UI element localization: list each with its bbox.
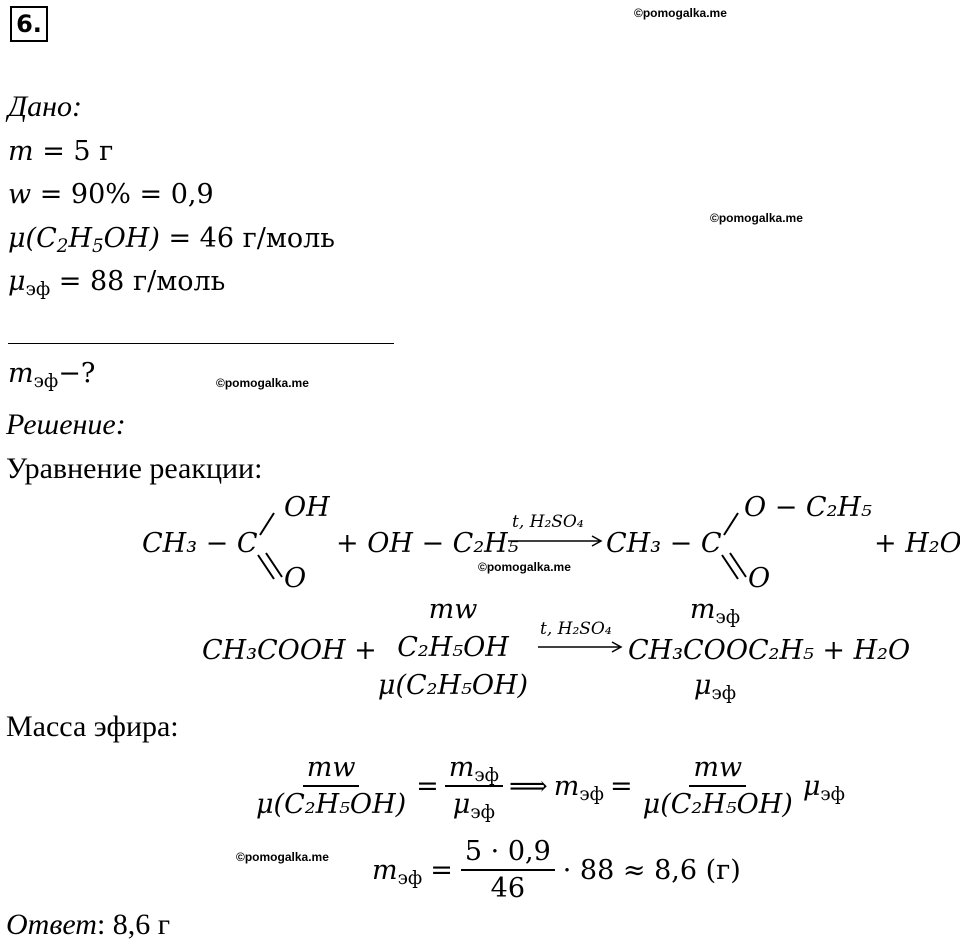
solution-heading: Решение: — [6, 408, 126, 441]
acid-bonds — [257, 512, 283, 580]
numeric-equation: mэф = 5 · 0,9 46 · 88 ≈ 8,6 (г) — [372, 836, 741, 905]
ester-bonds — [721, 512, 747, 580]
fraction-mw-over-mu-2: mw μ(C₂H₅OH) — [642, 752, 793, 821]
fraction-mw-over-mu: mw μ(C₂H₅OH) — [256, 752, 407, 821]
reaction-arrow-2 — [538, 641, 623, 653]
given-molar-mass-ester: μэф = 88 г/моль — [8, 266, 226, 301]
condensed-alcohol: C₂H₅OH — [397, 632, 509, 663]
given-molar-mass-alcohol: μ(C2H5OH) = 46 г/моль — [8, 223, 335, 258]
proportion-equation: mw μ(C₂H₅OH) = mэф μэф ⟹ mэф = mw μ(C₂H₅… — [252, 752, 845, 822]
fraction-numeric: 5 · 0,9 46 — [460, 836, 555, 904]
ester-structure: CH₃ − C — [606, 528, 722, 559]
water-product: + H₂O — [874, 528, 960, 559]
alcohol-under-label: μ(C₂H₅OH) — [377, 670, 529, 701]
mass-label: Масса эфира: — [6, 710, 179, 743]
acid-oxygen: O — [284, 563, 307, 594]
ester-under-label: μэф — [693, 670, 737, 705]
condensed-acid: CH₃COOH + — [202, 635, 377, 666]
watermark: ©pomogalka.me — [710, 211, 803, 225]
watermark: ©pomogalka.me — [216, 376, 309, 390]
fraction-m-over-mu-ester: mэф μэф — [444, 752, 504, 822]
find-line: mэф−? — [8, 358, 96, 393]
ester-oxygen: O — [748, 563, 771, 594]
acid-structure: CH₃ − C — [142, 528, 258, 559]
acid-hydroxyl: OH — [284, 492, 330, 523]
problem-number-text: 6. — [16, 10, 42, 38]
condensed-ester: CH₃COOC₂H₅ + H₂O — [628, 635, 911, 666]
ester-over-label: mэф — [689, 594, 741, 629]
given-fraction: w = 90% = 0,9 — [8, 179, 214, 210]
answer-line: Ответ: 8,6 г — [6, 910, 170, 940]
answer-value: : 8,6 г — [96, 908, 171, 941]
reaction-arrow — [508, 535, 603, 547]
given-divider — [8, 343, 394, 344]
given-mass: m = 5 г — [8, 136, 114, 167]
problem-number: 6. — [10, 6, 48, 42]
reaction-label: Уравнение реакции: — [6, 452, 263, 485]
alcohol-over-label: mw — [428, 594, 478, 625]
reaction-condition-2: t, H₂SO₄ — [540, 619, 612, 639]
alcohol-structure: + OH − C₂H₅ — [336, 528, 519, 559]
given-heading: Дано: — [8, 90, 82, 123]
reaction-condition: t, H₂SO₄ — [512, 512, 584, 532]
ester-alkoxy: O − C₂H₅ — [744, 492, 872, 523]
answer-label: Ответ — [6, 908, 97, 941]
watermark: ©pomogalka.me — [236, 850, 329, 864]
watermark: ©pomogalka.me — [634, 6, 727, 20]
watermark: ©pomogalka.me — [478, 560, 571, 574]
